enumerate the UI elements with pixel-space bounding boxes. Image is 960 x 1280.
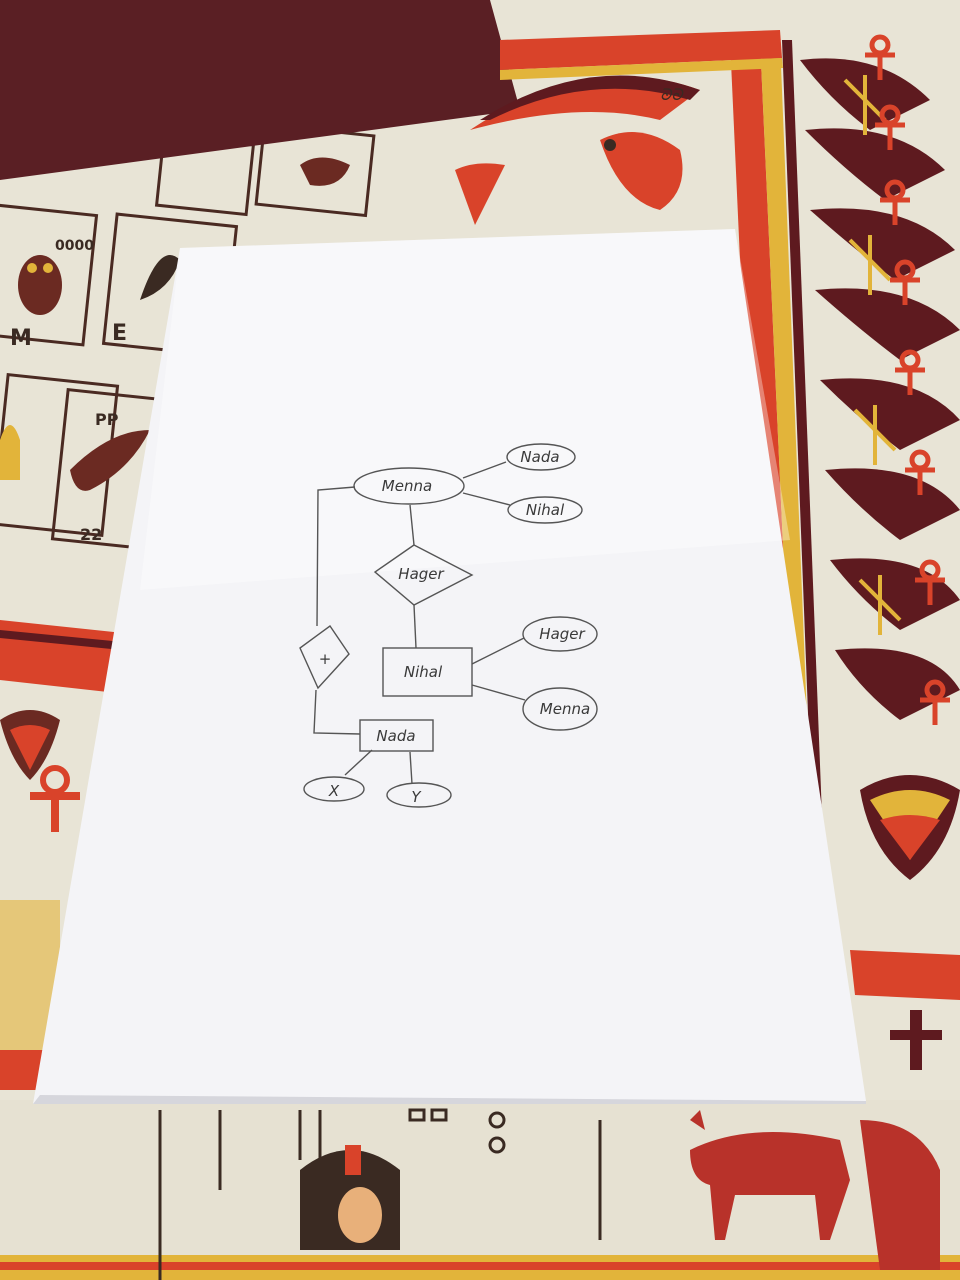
nihal-top-label: Nihal <box>526 501 565 519</box>
edge-menna-nada <box>462 461 507 479</box>
edge-nada-x <box>344 749 373 776</box>
hager-right-label: Hager <box>539 625 585 643</box>
menna-entity-oval <box>353 467 465 505</box>
edge-menna-hager <box>409 504 415 546</box>
nada-attribute-oval <box>506 443 576 471</box>
nada-entity-box <box>359 719 434 752</box>
right-cross-icon <box>890 1010 942 1070</box>
right-lower-lotus-icon <box>860 775 960 880</box>
plus-relationship-diamond <box>299 625 350 690</box>
nada-box-label: Nada <box>376 727 415 745</box>
x-oval-label: X <box>328 782 340 800</box>
menna-right-label: Menna <box>540 700 590 718</box>
menna-oval-label: Menna <box>382 477 432 495</box>
right-ankh-icons <box>865 34 950 725</box>
paper-sheet <box>33 229 866 1104</box>
menna-attribute-oval <box>522 687 598 731</box>
tile-horn-icon <box>0 425 150 491</box>
tile-label-pp: PP <box>95 410 119 429</box>
paper-edge-shadow <box>33 1095 866 1104</box>
hager-diamond-label: Hager <box>398 565 444 583</box>
left-ankh-icon <box>30 765 80 832</box>
edge-menna-plus <box>316 486 356 627</box>
tile-feather-icon <box>140 255 180 300</box>
edge-nihal-menna <box>471 684 526 701</box>
plus-diamond-label: + <box>319 650 332 668</box>
right-red-band <box>850 950 960 1000</box>
maroon-folder <box>0 0 520 180</box>
left-lotus-icon <box>0 710 60 780</box>
bottom-cow-icon <box>690 1110 940 1270</box>
tile-label-0000: 0000 <box>55 238 94 254</box>
bottom-glyphs-icon <box>158 1108 602 1280</box>
edge-nihal-hager <box>471 637 525 665</box>
tile-label-22: 22 <box>80 525 102 544</box>
edge-hager-nihal <box>413 604 417 649</box>
y-attribute-oval <box>386 782 452 808</box>
bottom-figure-icon <box>300 1145 400 1250</box>
hieroglyph-squiggle-icon: ᘐᘐ <box>660 85 684 104</box>
edge-nada-y <box>409 751 413 785</box>
tile-owl-icon <box>18 255 62 315</box>
nada-top-label: Nada <box>520 448 559 466</box>
hager-relationship-diamond <box>373 544 474 606</box>
nihal-box-label: Nihal <box>404 663 443 681</box>
tile-label-m: M <box>10 326 32 351</box>
winged-bird-icon <box>300 75 700 225</box>
nihal-entity-box <box>382 647 473 697</box>
right-lotus-column <box>800 58 960 720</box>
er-diagram: Menna Nada Nihal Hager Nihal Hager Menna… <box>299 443 598 808</box>
hager-attribute-oval <box>522 616 598 652</box>
y-oval-label: Y <box>411 788 422 806</box>
x-attribute-oval <box>303 776 365 802</box>
edge-menna-nihal <box>462 492 511 506</box>
tile-label-e: E <box>112 321 127 346</box>
paper-highlight <box>140 229 790 590</box>
nihal-attribute-oval <box>507 496 583 524</box>
edge-plus-nada <box>313 689 361 735</box>
